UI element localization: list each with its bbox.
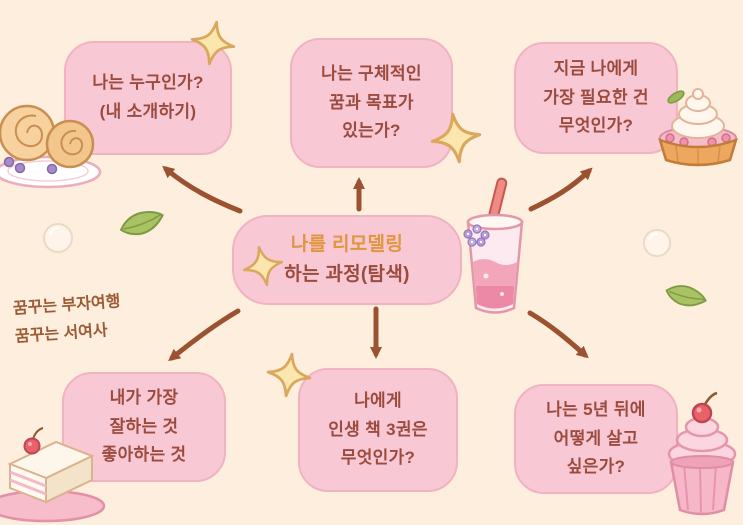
arrow-to-bottom-right bbox=[527, 310, 589, 359]
node-who-am-i: 나는 누구인가? (내 소개하기) bbox=[64, 41, 232, 155]
cake-slice-illustration bbox=[0, 402, 116, 524]
node-five-years: 나는 5년 뒤에 어떻게 살고 싶은가? bbox=[514, 384, 678, 494]
center-topic: 나를 리모델링 하는 과정(탐색) bbox=[232, 215, 462, 305]
star-icon bbox=[238, 241, 288, 291]
node-text-line: 무엇인가? bbox=[558, 116, 634, 136]
node-text-line: 지금 나에게 bbox=[553, 58, 639, 78]
node-text-line: 있는가? bbox=[342, 121, 401, 141]
node-text-line: 잘하는 것 bbox=[109, 416, 179, 436]
star-icon bbox=[427, 109, 486, 168]
star-icon bbox=[263, 349, 315, 401]
pancakes-illustration bbox=[0, 78, 106, 190]
bubble-icon bbox=[42, 222, 74, 254]
arrow-to-top-left bbox=[162, 165, 243, 214]
node-text-line: 인생 책 3권은 bbox=[328, 419, 428, 439]
node-best-at: 내가 가장 잘하는 것 좋아하는 것 bbox=[62, 372, 226, 482]
node-text-line: 나는 구체적인 bbox=[321, 63, 422, 83]
node-most-needed: 지금 나에게 가장 필요한 건 무엇인가? bbox=[514, 42, 678, 154]
node-text-line: 좋아하는 것 bbox=[101, 445, 187, 465]
side-note-line: 꿈꾸는 서여사 bbox=[14, 322, 109, 346]
node-text-line: 무엇인가? bbox=[340, 448, 416, 468]
arrow-to-bottom-left bbox=[168, 308, 241, 362]
node-text-line: 나는 5년 뒤에 bbox=[546, 399, 646, 419]
node-text-line: 나에게 bbox=[354, 390, 402, 410]
center-topic-line: 나를 리모델링 bbox=[290, 233, 404, 255]
node-text-line: 내가 가장 bbox=[109, 387, 179, 407]
node-dream-goal: 나는 구체적인 꿈과 목표가 있는가? bbox=[290, 38, 453, 168]
node-life-books: 나에게 인생 책 3권은 무엇인가? bbox=[298, 368, 458, 492]
node-text-line: 가장 필요한 건 bbox=[543, 87, 649, 107]
smoothie-cup-illustration bbox=[452, 176, 538, 326]
cupcake-illustration bbox=[650, 390, 743, 525]
node-text-line: 어떻게 살고 bbox=[553, 428, 639, 448]
leaf-icon bbox=[662, 278, 711, 313]
node-text-line: 싶은가? bbox=[566, 457, 626, 477]
node-text-line: 꿈과 목표가 bbox=[329, 92, 414, 112]
side-note: 꿈꾸는 부자여행 꿈꾸는 서여사 bbox=[12, 288, 123, 351]
fruit-tart-illustration bbox=[646, 70, 743, 178]
leaf-icon bbox=[115, 203, 169, 243]
center-topic-line: 하는 과정(탐색) bbox=[284, 264, 410, 285]
node-text-line: 나는 누구인가? bbox=[92, 73, 204, 93]
star-icon bbox=[186, 16, 239, 69]
arrow-to-top-right bbox=[528, 167, 593, 212]
bubble-icon bbox=[642, 228, 672, 258]
node-text-line: (내 소개하기) bbox=[99, 102, 197, 121]
